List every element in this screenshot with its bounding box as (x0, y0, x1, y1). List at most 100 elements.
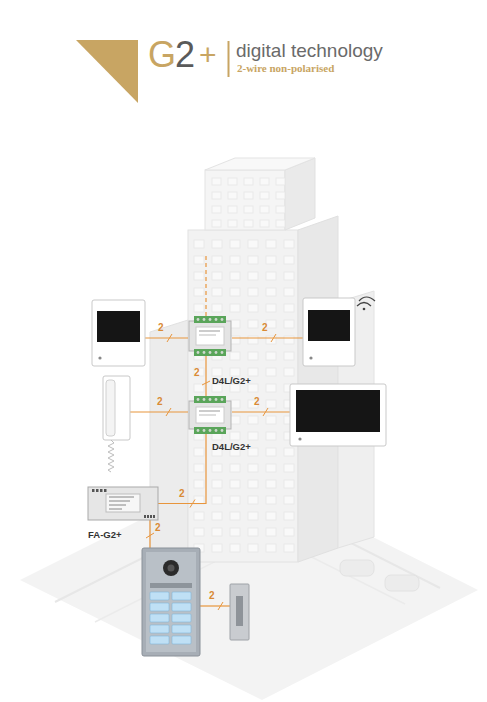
building-illustration-part-part (260, 178, 269, 185)
building-illustration-part-part (266, 496, 276, 504)
building-illustration-part-part (212, 256, 222, 264)
device-part (215, 318, 218, 321)
building-illustration-part (150, 320, 188, 574)
building-illustration-part-part (194, 464, 204, 472)
building-illustration-part-part (248, 240, 258, 248)
building-illustration-part-part (284, 336, 294, 344)
building-illustration-part-part (276, 178, 285, 185)
building-illustration-part-part (260, 206, 269, 213)
device-label: D4L/G2+ (212, 442, 251, 452)
device-part (194, 427, 226, 434)
device-part (209, 318, 212, 321)
device-part (221, 398, 224, 401)
building-illustration (20, 158, 478, 700)
building-illustration-part-part (194, 496, 204, 504)
wifi-icon (357, 297, 375, 310)
wire-part (205, 255, 206, 316)
building-illustration-part-part (194, 288, 204, 296)
wire-count: 2 (194, 368, 200, 378)
building-illustration-part (188, 230, 298, 562)
building-illustration-part-part (248, 528, 258, 536)
wire-tick-part (167, 334, 172, 342)
audio-handset-part (103, 376, 130, 440)
building-illustration-part-part (260, 192, 269, 199)
building-illustration-part-part (266, 304, 276, 312)
building-illustration-part-part (194, 480, 204, 488)
device-part (199, 411, 220, 412)
door-panel-part-part (172, 592, 191, 600)
building-illustration-part-part (228, 206, 237, 213)
device-part (147, 515, 149, 518)
building-illustration-part-part (266, 464, 276, 472)
wire-part (232, 411, 290, 412)
video-monitor-part (296, 390, 380, 432)
wire-tick-part (218, 602, 223, 610)
building-illustration-part (340, 560, 374, 576)
video-monitor-part (309, 356, 312, 359)
distributor-symbol (188, 316, 232, 356)
audio-handset-part (106, 380, 115, 436)
building-illustration-part-part (248, 432, 258, 440)
building-illustration-part-part (212, 178, 221, 185)
building-illustration-part-part (212, 528, 222, 536)
device-part (203, 351, 206, 354)
building-illustration-part-part (244, 192, 253, 199)
device-part (197, 429, 200, 432)
building-illustration-part-part (248, 368, 258, 376)
video-monitor-part (92, 300, 145, 366)
building-illustration-part-part (194, 304, 204, 312)
device-part (221, 429, 224, 432)
building-illustration-part (285, 158, 315, 230)
building-illustration-part-part (194, 448, 204, 456)
wire-part (200, 605, 230, 606)
video-monitor-part (97, 311, 140, 342)
audio-handset (103, 376, 130, 472)
building-illustration-part-part (212, 480, 222, 488)
door-lock (230, 584, 249, 640)
logo-number: 2 (175, 37, 195, 73)
door-panel-part-part (172, 625, 191, 633)
building-illustration-part-part (194, 256, 204, 264)
building-illustration-part-part (284, 304, 294, 312)
door-panel-part (163, 560, 179, 576)
wire-count: 2 (179, 489, 185, 499)
building-illustration-part-part (266, 272, 276, 280)
device-part (88, 487, 158, 520)
device-label: FA-G2+ (88, 530, 122, 540)
bus-wire (158, 434, 206, 504)
device-part (203, 398, 206, 401)
device-part (196, 327, 224, 345)
building-illustration-part (194, 178, 294, 552)
building-illustration-part-part (212, 288, 222, 296)
video-monitor-part (308, 310, 350, 341)
device-part (109, 509, 122, 510)
wire-part (130, 411, 188, 412)
device-part (203, 318, 206, 321)
building-illustration-part-part (230, 256, 240, 264)
device-part (203, 429, 206, 432)
door-panel-part (146, 552, 196, 652)
building-illustration-part-part (248, 304, 258, 312)
device-part (109, 501, 130, 502)
door-panel-part-part (150, 636, 169, 644)
building-illustration-part-part (284, 496, 294, 504)
building-illustration-part-part (266, 384, 276, 392)
device-part (194, 349, 226, 356)
building-illustration-part-part (266, 512, 276, 520)
logo-mark-part (228, 41, 230, 77)
power-supply-symbol (88, 487, 158, 520)
building-illustration-part-part (248, 512, 258, 520)
building-illustration-part-part (212, 464, 222, 472)
wire-part (145, 337, 188, 338)
building-illustration-part (205, 158, 315, 170)
building-illustration-part-part (248, 464, 258, 472)
building-illustration-part-part (266, 528, 276, 536)
door-panel-part-part (150, 603, 169, 611)
building-illustration-part-part (230, 496, 240, 504)
building-illustration-part-part (230, 544, 240, 552)
building-illustration-part-part (248, 272, 258, 280)
device-part (150, 515, 152, 518)
building-illustration-part-part (248, 288, 258, 296)
wire-count: 2 (254, 397, 260, 407)
